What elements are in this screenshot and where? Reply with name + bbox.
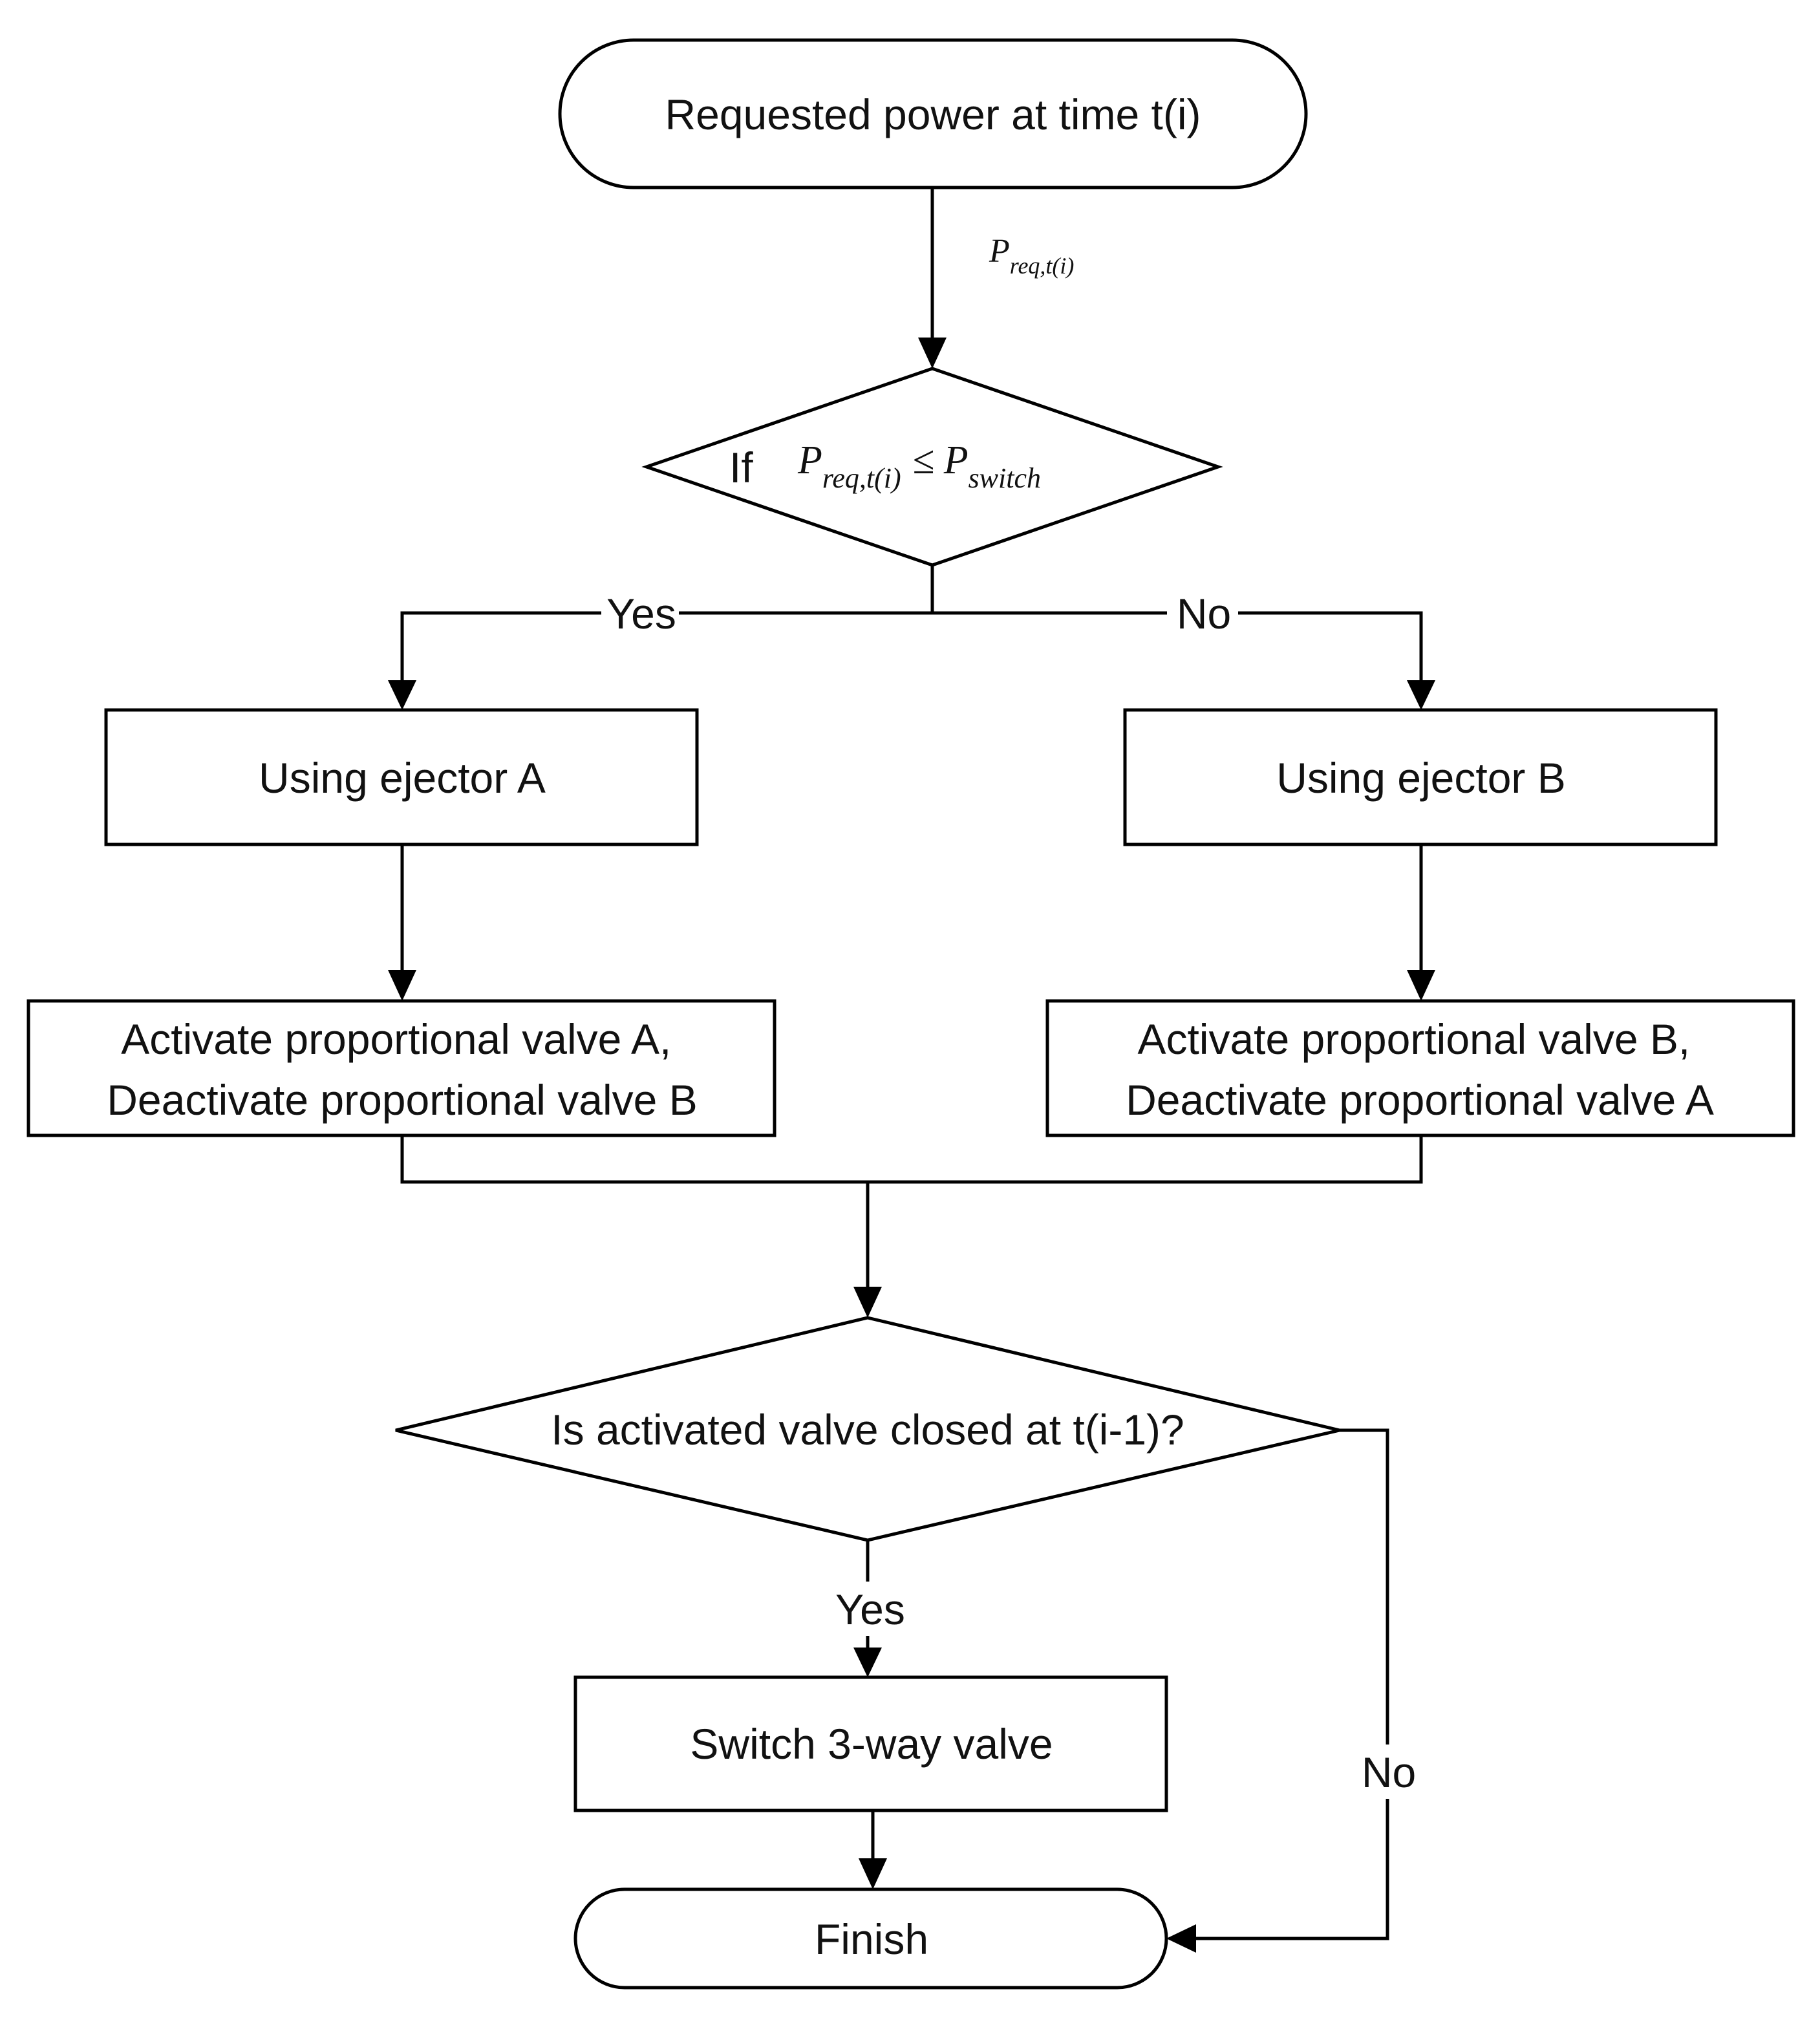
edge-label-no-1: No [1177,590,1231,638]
process-valves-b [1045,999,1795,1137]
process-ejector-a [104,708,699,846]
edge-label-no-2: No [1362,1748,1416,1796]
ejector-a-label: Using ejector A [259,754,546,802]
decision1-prefix: If [729,444,753,491]
edge-merge [400,1135,1423,1184]
decision2-label: Is activated valve closed at t(i-1)? [551,1406,1184,1454]
decision1-rhs: P [943,438,969,482]
ejector-b-label: Using ejector B [1276,754,1566,802]
arrowhead-valves-b [1407,970,1435,1001]
decision-valve-closed [395,1316,1340,1542]
arrowhead-finish [859,1858,887,1889]
arrowhead-decision2 [853,1287,882,1318]
edge-label-yes-2: Yes [835,1585,905,1633]
decision1-operator: ≤ [913,438,935,482]
arrowhead-ejector-a [388,680,416,710]
arrowhead-finish-side [1166,1924,1196,1953]
start-terminator [558,38,1308,189]
decision-power-threshold [641,367,1223,567]
valves-a-line-2: Deactivate proportional valve B [107,1076,698,1124]
decision1-rhs-sub: switch [969,462,1041,494]
edge-power-symbol-main: P [989,233,1010,270]
arrowhead-valves-a [388,970,416,1001]
decision1-lhs-sub: req,t(i) [822,462,901,494]
process-ejector-b [1123,708,1718,846]
switch-label: Switch 3-way valve [690,1720,1053,1768]
arrowhead-ejector-b [1407,680,1435,710]
edge-power-symbol: Preq,t(i) [989,233,1074,279]
process-valves-a [27,999,776,1137]
decision1-lhs: P [797,438,822,482]
valves-b-label: Activate proportional valve B, Deactivat… [1126,1015,1714,1124]
edge-power-symbol-sub: req,t(i) [1010,253,1075,279]
edge-decision2-no [1196,1428,1389,1940]
arrowhead-switch [853,1648,882,1677]
valves-a-label: Activate proportional valve A, Deactivat… [107,1015,698,1124]
edge-decision1-yes [400,611,932,680]
start-label: Requested power at time t(i) [665,91,1201,138]
finish-label: Finish [815,1915,928,1963]
process-switch-valve [573,1675,1168,1812]
valves-b-line-1: Activate proportional valve B, [1137,1015,1690,1063]
valves-a-line-1: Activate proportional valve A, [121,1015,671,1063]
valves-b-line-2: Deactivate proportional valve A [1126,1076,1714,1124]
finish-terminator [573,1887,1168,1990]
decision1-condition: Preq,t(i)≤Pswitch [797,438,1041,494]
edge-label-yes-1: Yes [606,590,676,638]
edge-decision1-no [932,611,1423,680]
arrowhead-decision1 [918,338,947,369]
